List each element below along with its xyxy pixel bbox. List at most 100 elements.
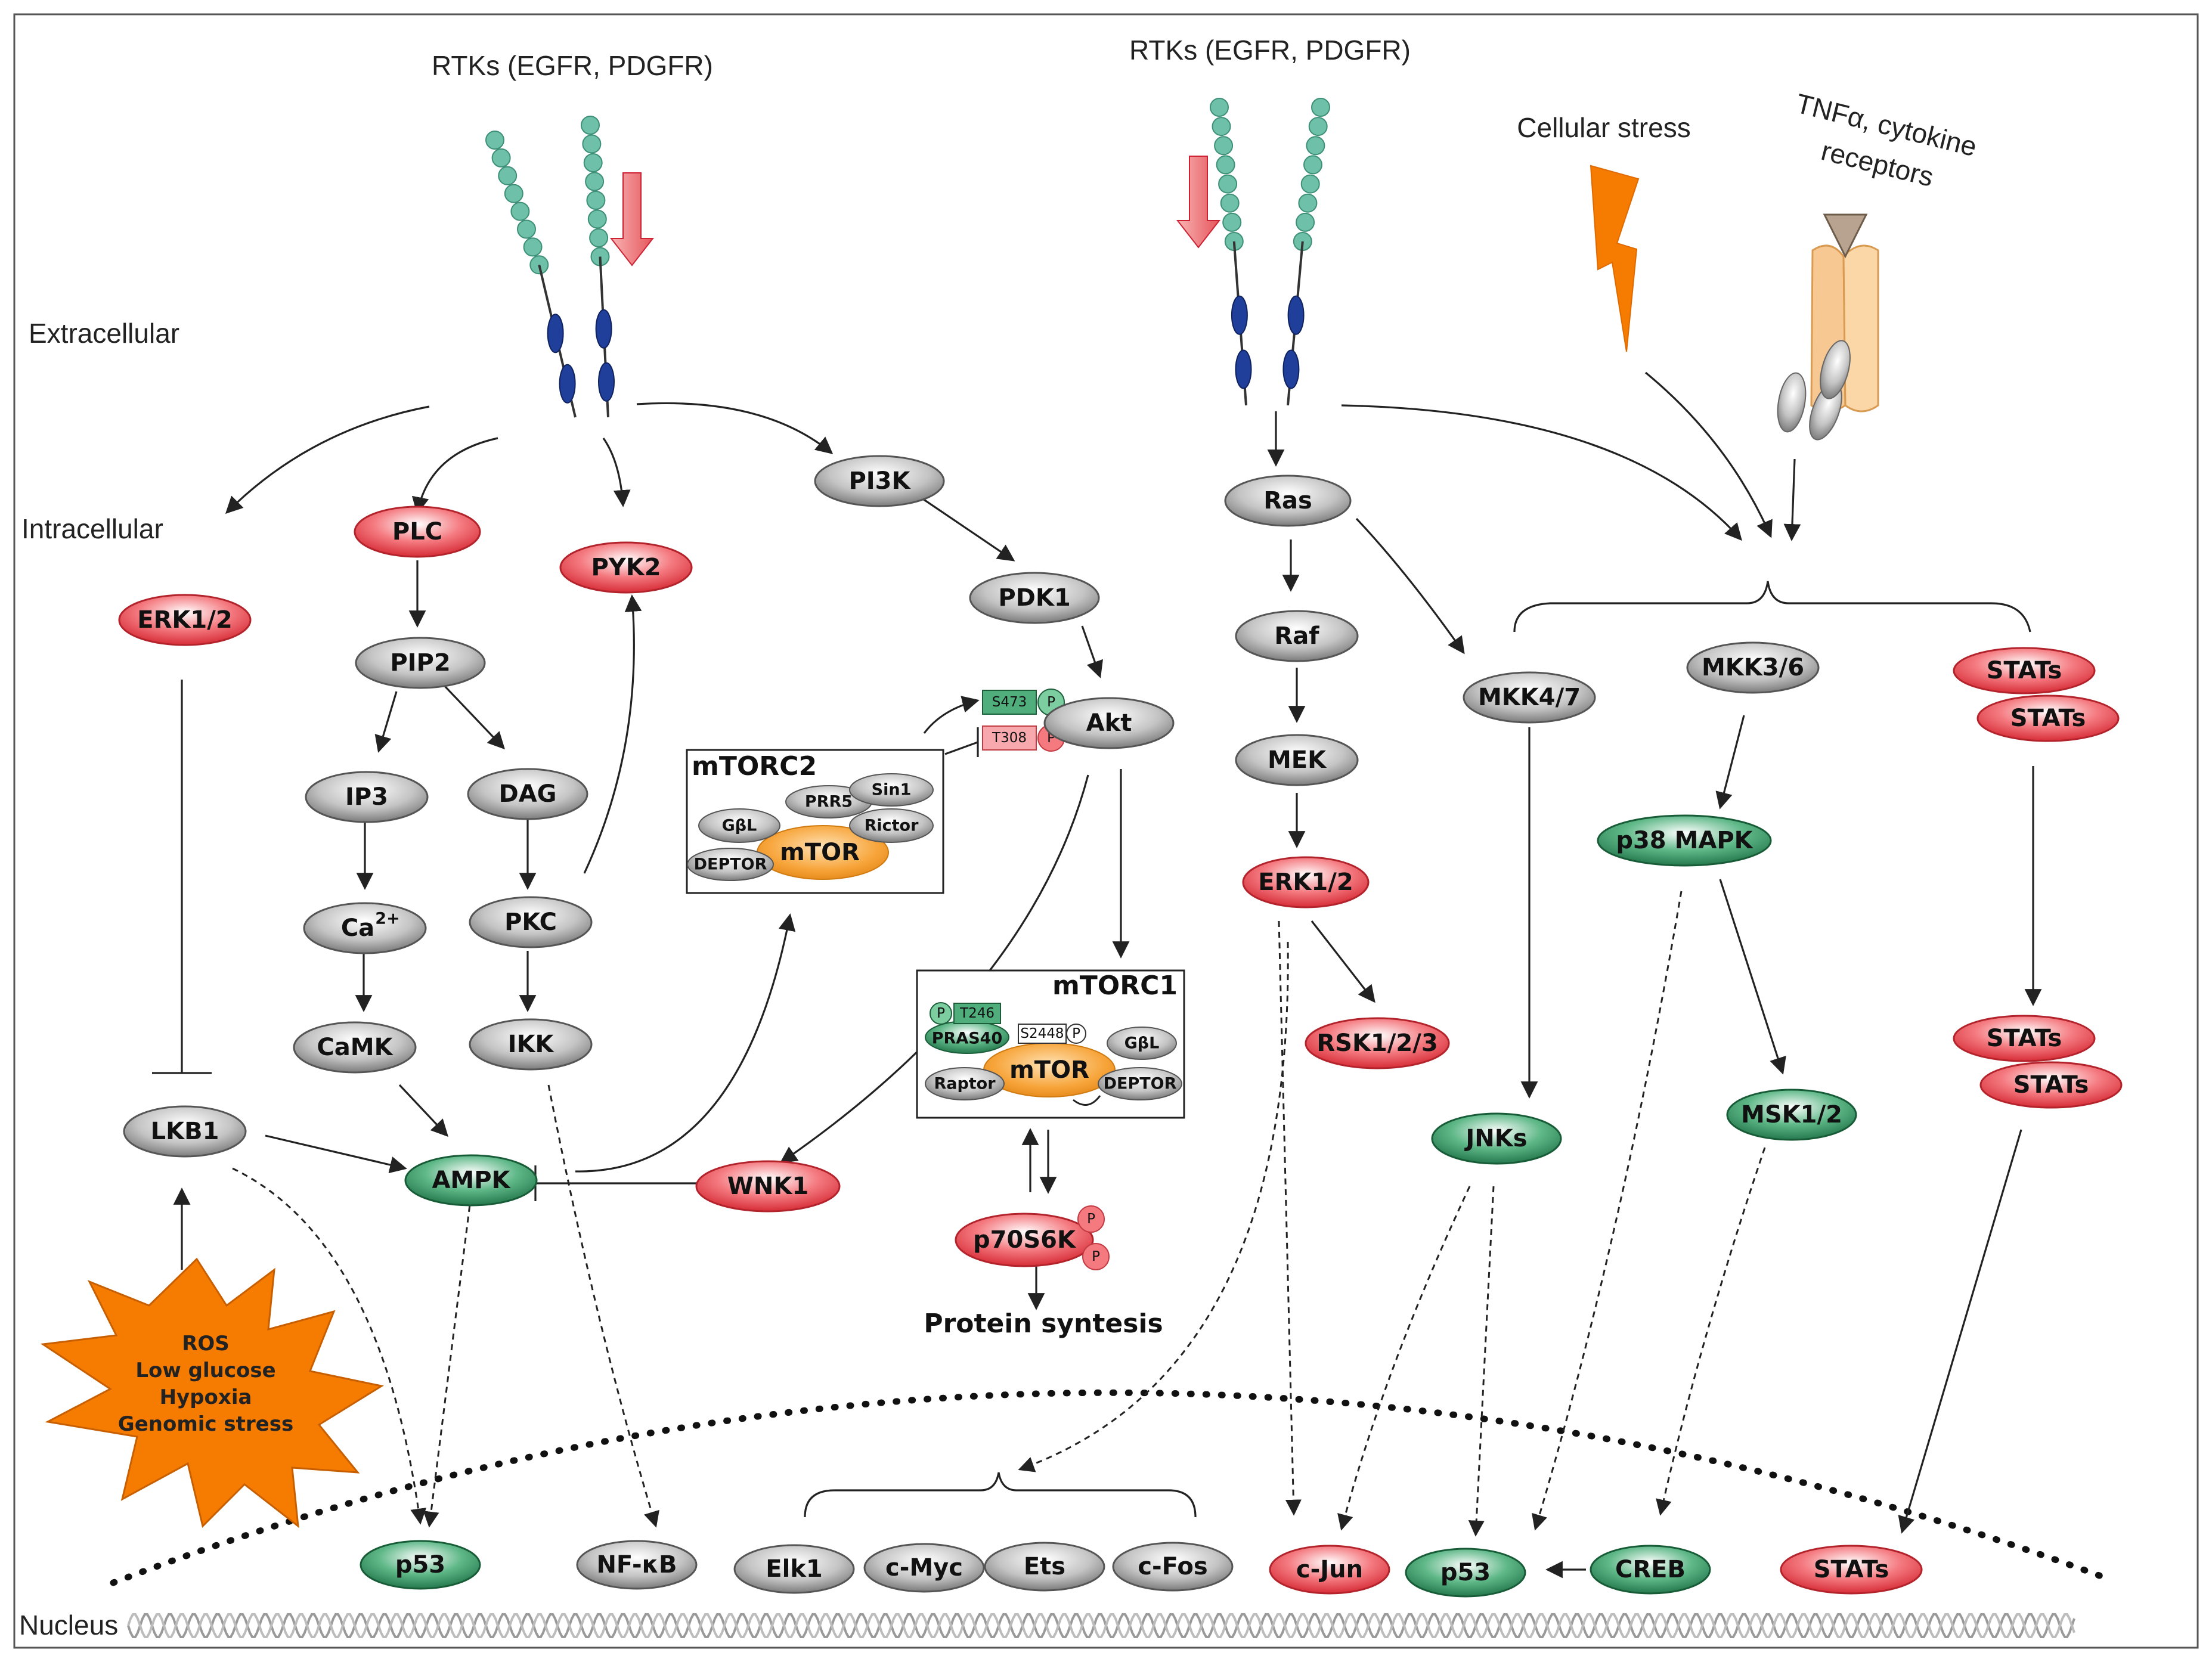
receptor-domain bbox=[585, 172, 605, 191]
node-shape bbox=[467, 768, 588, 820]
node-label: STATs bbox=[2010, 705, 2086, 732]
node-label: Ras bbox=[1263, 487, 1312, 514]
node-label-superscript: 2+ bbox=[375, 910, 399, 928]
receptor-kinase-domain bbox=[1235, 349, 1252, 389]
dna-strip bbox=[127, 1613, 2075, 1638]
node-p70s6k: p70S6K bbox=[955, 1213, 1094, 1267]
receptor-domain bbox=[589, 228, 609, 247]
node-shape bbox=[1043, 697, 1175, 749]
node-label: PI3K bbox=[848, 467, 911, 495]
node-label: STATs bbox=[1987, 1025, 2062, 1052]
node-label: PIP2 bbox=[390, 649, 450, 677]
node-shape bbox=[814, 455, 945, 507]
node-shape bbox=[559, 541, 693, 594]
node-shape bbox=[733, 1544, 855, 1594]
mtorc2-rictor bbox=[849, 808, 934, 843]
node-elk1: Elk1 bbox=[733, 1544, 855, 1594]
node-label: p53 bbox=[1440, 1559, 1491, 1586]
mtorc2-sin1-label: Sin1 bbox=[872, 781, 912, 799]
node-ets: Ets bbox=[984, 1542, 1105, 1592]
receptor-domain bbox=[1220, 193, 1240, 213]
node-label: JNKs bbox=[1464, 1125, 1527, 1152]
node-shape bbox=[1224, 475, 1352, 527]
node-shape bbox=[293, 1021, 417, 1074]
mtorc1-label: mTORC1 bbox=[1052, 970, 1178, 1001]
receptor-domain bbox=[1218, 174, 1238, 194]
node-p53-right: p53 bbox=[1405, 1548, 1526, 1598]
akt-s473-site bbox=[982, 690, 1037, 715]
node-label: Ets bbox=[1024, 1553, 1065, 1580]
node-mek: MEK bbox=[1235, 734, 1359, 786]
node-shape bbox=[118, 594, 252, 646]
mtorc1-loop bbox=[1073, 1095, 1101, 1106]
node-shape bbox=[355, 637, 486, 689]
lightning-icon bbox=[1590, 165, 1640, 352]
stress-genomic: Genomic stress bbox=[118, 1412, 293, 1436]
receptor-domain bbox=[1222, 212, 1242, 232]
node-shape bbox=[1269, 1545, 1390, 1595]
stress-hypoxia: Hypoxia bbox=[160, 1385, 252, 1409]
node-shape bbox=[305, 771, 429, 823]
rtk-left-label: RTKs (EGFR, PDGFR) bbox=[432, 50, 713, 81]
node-label: MKK3/6 bbox=[1702, 654, 1804, 681]
node-stats-mid1: STATs bbox=[1953, 1015, 2096, 1062]
mtorc2-gbl-label: GβL bbox=[722, 817, 757, 835]
node-erk12-left: ERK1/2 bbox=[118, 594, 252, 646]
node-shape bbox=[969, 572, 1100, 624]
receptor-domain bbox=[582, 134, 602, 154]
mtorc1-s2448-label: S2448 bbox=[1020, 1026, 1064, 1041]
node-shape bbox=[303, 902, 427, 954]
p70s6k-p2-label: P bbox=[1092, 1249, 1100, 1264]
receptor-domain bbox=[510, 201, 530, 221]
node-creb: CREB bbox=[1590, 1545, 1711, 1595]
node-stats-top1: STATs bbox=[1953, 647, 2096, 694]
receptor-domain bbox=[1214, 136, 1234, 156]
node-msk12: MSK1/2 bbox=[1726, 1089, 1857, 1141]
node-raf: Raf bbox=[1235, 610, 1359, 662]
mtorc1-s2448-p-label: P bbox=[1072, 1026, 1080, 1041]
node-label: ERK1/2 bbox=[137, 606, 232, 634]
mtorc2-mtor-label: mTOR bbox=[780, 839, 860, 866]
mtorc1-deptor-label: DEPTOR bbox=[1104, 1075, 1177, 1093]
receptor-kinase-domain bbox=[559, 364, 576, 404]
receptor-domain bbox=[1216, 155, 1235, 175]
node-cjun: c-Jun bbox=[1269, 1545, 1390, 1595]
node-label: PYK2 bbox=[591, 554, 661, 581]
mtorc1-gbl-label: GβL bbox=[1124, 1034, 1160, 1053]
mtorc1-t246-site bbox=[953, 1003, 1001, 1024]
node-shape bbox=[1405, 1548, 1526, 1598]
node-cmyc: c-Myc bbox=[863, 1543, 985, 1593]
node-label: Ca bbox=[341, 914, 374, 942]
node-ikk: IKK bbox=[469, 1018, 593, 1071]
receptor-domain bbox=[587, 209, 607, 229]
receptor-domain bbox=[523, 237, 543, 257]
node-shape bbox=[1305, 1017, 1450, 1069]
receptor-domain bbox=[1308, 117, 1328, 137]
node-shape bbox=[1953, 1015, 2096, 1062]
nuclear-envelope bbox=[110, 1389, 2114, 1586]
node-pdk1: PDK1 bbox=[969, 572, 1100, 624]
tnf-receptor-icon bbox=[1777, 213, 1879, 441]
node-label: PLC bbox=[392, 518, 442, 545]
node-label: STATs bbox=[1814, 1556, 1889, 1583]
node-shape bbox=[1463, 671, 1596, 724]
node-shape bbox=[1431, 1112, 1562, 1165]
receptors bbox=[485, 98, 1330, 418]
akt-s473-label: S473 bbox=[992, 694, 1027, 710]
receptor-domain bbox=[1210, 98, 1229, 117]
node-mkk47: MKK4/7 bbox=[1463, 671, 1596, 724]
extracellular-label: Extracellular bbox=[29, 318, 179, 349]
receptor-domain bbox=[504, 184, 523, 203]
node-label: MKK4/7 bbox=[1478, 684, 1581, 711]
node-camk: CaMK bbox=[293, 1021, 417, 1074]
intracellular-label: Intracellular bbox=[21, 513, 163, 544]
node-stats-nuc: STATs bbox=[1780, 1545, 1923, 1595]
receptor-domain bbox=[485, 131, 504, 150]
node-shape bbox=[1235, 734, 1359, 786]
node-shape bbox=[576, 1540, 698, 1590]
stimulus-arrow-left bbox=[609, 172, 655, 266]
rtk-left-receptor-b bbox=[581, 116, 615, 418]
node-ampk: AMPK bbox=[404, 1154, 538, 1207]
receptor-domain bbox=[1311, 98, 1330, 117]
